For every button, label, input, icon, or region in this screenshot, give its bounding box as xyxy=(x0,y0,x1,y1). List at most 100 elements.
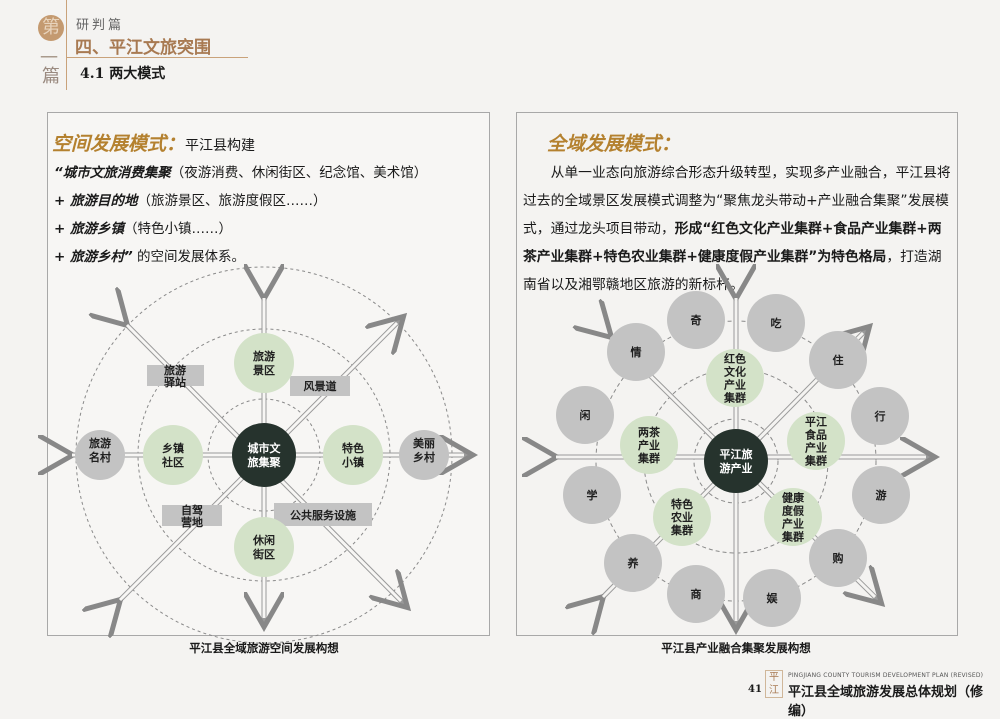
node-text: 美丽 xyxy=(413,436,435,450)
text: 的空间发展体系。 xyxy=(132,249,246,265)
plan-logo: 平江 xyxy=(765,670,783,698)
node-street xyxy=(234,517,294,577)
ring-nodes: 奇吃住行游购娱商养学闲情 xyxy=(556,291,910,627)
cluster-node-text: 产业 xyxy=(724,378,746,392)
ring-node xyxy=(607,323,665,381)
footer-english-title: PINGJIANG COUNTY TOURISM DEVELOPMENT PLA… xyxy=(788,672,984,679)
center-text: 城市文 xyxy=(248,441,282,455)
text-line: “城市文旅消费集聚（夜游消费、休闲街区、纪念馆、美术馆） xyxy=(54,159,484,187)
cluster-node-text: 平江 xyxy=(805,415,827,429)
cluster-node xyxy=(787,412,845,470)
logo-char: 平 xyxy=(769,672,779,683)
ring-node xyxy=(747,294,805,352)
node-scenic xyxy=(234,333,294,393)
node-township xyxy=(143,425,203,485)
spatial-mode-title-suffix: 平江县构建 xyxy=(185,138,256,154)
cluster-node-text: 集群 xyxy=(781,530,804,544)
center-node xyxy=(704,429,768,493)
cluster-node-text: 集群 xyxy=(804,454,827,468)
ring-node xyxy=(604,534,662,592)
cluster-node-text: 产业 xyxy=(805,441,827,455)
chapter-seal: 第 xyxy=(38,15,64,41)
bold-term: + 旅游目的地 xyxy=(54,193,138,209)
text-line: + 旅游目的地（旅游景区、旅游度假区……） xyxy=(54,187,484,215)
text: 从单一业态向旅游综合形态升级转型，实现多产业融合，平江县将过去的全域景区发展模式… xyxy=(523,165,951,237)
label-box xyxy=(162,505,222,526)
ring-node-text: 游 xyxy=(876,488,887,502)
cluster-node xyxy=(706,349,764,407)
label-text: 驿站 xyxy=(164,375,186,389)
node-text: 小镇 xyxy=(341,455,364,469)
ring-node xyxy=(667,565,725,623)
regional-mode-panel: 全域发展模式： 从单一业态向旅游综合形态升级转型，实现多产业融合，平江县将过去的… xyxy=(516,112,958,636)
part-subtitle: 研判篇 xyxy=(76,18,125,33)
chapter-number: 一 xyxy=(40,48,58,69)
ring-node xyxy=(667,291,725,349)
ring-node-text: 购 xyxy=(833,551,844,565)
label-text: 旅游 xyxy=(164,363,186,377)
bold-term: + 旅游乡镇 xyxy=(54,221,125,237)
spatial-mode-text: “城市文旅消费集聚（夜游消费、休闲街区、纪念馆、美术馆） + 旅游目的地（旅游景… xyxy=(54,159,484,271)
ring-node xyxy=(852,466,910,524)
divider xyxy=(66,57,248,58)
center-text: 游产业 xyxy=(720,461,753,475)
chapter-pian: 篇 xyxy=(42,66,60,87)
chapter-title: 四、平江文旅突围 xyxy=(75,38,211,58)
industry-caption: 平江县产业融合集聚发展构想 xyxy=(661,641,811,655)
ring-node-text: 情 xyxy=(631,345,642,359)
cluster-node xyxy=(653,488,711,546)
bold-term: “城市文旅消费集聚 xyxy=(54,165,171,181)
text: （特色小镇……） xyxy=(124,221,233,237)
node-text: 旅游 xyxy=(253,349,275,363)
label-box xyxy=(147,365,204,386)
text: （夜游消费、休闲街区、纪念馆、美术馆） xyxy=(170,165,428,181)
node-text: 街区 xyxy=(252,547,275,561)
center-text: 平江旅 xyxy=(720,447,753,461)
ring-node-text: 娱 xyxy=(767,591,779,605)
ring-node xyxy=(743,569,801,627)
label-text: 公共服务设施 xyxy=(290,508,356,522)
node-text: 特色 xyxy=(342,441,364,455)
bold-term: + 旅游乡村” xyxy=(54,249,133,265)
cluster-node-text: 度假 xyxy=(782,504,805,518)
node-text: 乡村 xyxy=(413,450,435,464)
cluster-node xyxy=(620,416,678,474)
regional-mode-title: 全域发展模式： xyxy=(547,133,681,155)
cluster-node-text: 集群 xyxy=(723,391,746,405)
center-node xyxy=(232,423,296,487)
ring-node-text: 住 xyxy=(833,353,844,367)
cluster-node-text: 文化 xyxy=(724,365,746,379)
regional-mode-text: 从单一业态向旅游综合形态升级转型，实现多产业融合，平江县将过去的全域景区发展模式… xyxy=(523,159,955,299)
section-title: 4.1 两大模式 xyxy=(80,66,166,82)
logo-char: 江 xyxy=(769,685,779,696)
ring-node-text: 商 xyxy=(691,587,702,601)
cluster-node-text: 产业 xyxy=(782,517,804,531)
label-text: 自驾 xyxy=(181,503,203,517)
ring-node xyxy=(809,529,867,587)
divider xyxy=(66,0,67,90)
cluster-node-text: 农业 xyxy=(670,510,693,524)
cluster-node-text: 健康 xyxy=(782,491,805,505)
text: （旅游景区、旅游度假区……） xyxy=(137,193,327,209)
text: ，打造湖南省以及湘鄂赣地区旅游的新标杆。 xyxy=(523,249,942,293)
ring-node xyxy=(851,387,909,445)
ring-node-text: 闲 xyxy=(580,408,591,422)
ring-node xyxy=(809,331,867,389)
cluster-node-text: 红色 xyxy=(724,352,746,366)
cluster-node-text: 特色 xyxy=(671,497,693,511)
label-box xyxy=(274,503,372,526)
node-text: 旅游 xyxy=(89,436,111,450)
footer-title: 平江县全域旅游发展总体规划（修编） xyxy=(788,685,984,719)
cluster-node-text: 食品 xyxy=(805,428,827,442)
ring-node xyxy=(563,466,621,524)
node-text: 社区 xyxy=(161,455,184,469)
spatial-mode-heading: 空间发展模式：平江县构建 xyxy=(52,129,255,156)
ring-node xyxy=(556,386,614,444)
node-text: 乡镇 xyxy=(162,441,184,455)
node-beautiful-village xyxy=(399,430,449,480)
bold-text: 形成“红色文化产业集群+食品产业集群+两茶产业集群+特色农业集群+健康度假产业集… xyxy=(523,221,942,265)
text-line: + 旅游乡村” 的空间发展体系。 xyxy=(54,243,484,271)
